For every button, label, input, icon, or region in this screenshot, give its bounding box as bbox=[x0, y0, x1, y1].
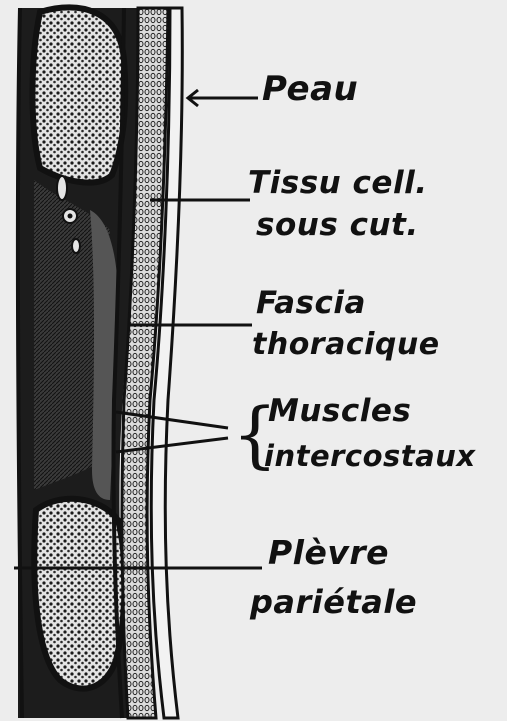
label-peau: Peau bbox=[262, 72, 358, 106]
label-fascia-line1: Fascia bbox=[256, 288, 366, 319]
label-fascia-line2: thoracique bbox=[252, 330, 440, 360]
upper-rib bbox=[33, 7, 126, 182]
lower-rib bbox=[34, 499, 124, 689]
vessel bbox=[57, 176, 67, 200]
vessel bbox=[68, 214, 73, 219]
label-tissu-line2: sous cut. bbox=[256, 210, 419, 241]
label-plevre-line1: Plèvre bbox=[268, 536, 389, 569]
vessel bbox=[72, 239, 80, 253]
label-plevre-line2: pariétale bbox=[250, 586, 417, 618]
label-muscles-line2: intercostaux bbox=[264, 442, 476, 471]
label-muscles-line1: Muscles bbox=[268, 396, 411, 427]
label-tissu-line1: Tissu cell. bbox=[248, 168, 427, 199]
